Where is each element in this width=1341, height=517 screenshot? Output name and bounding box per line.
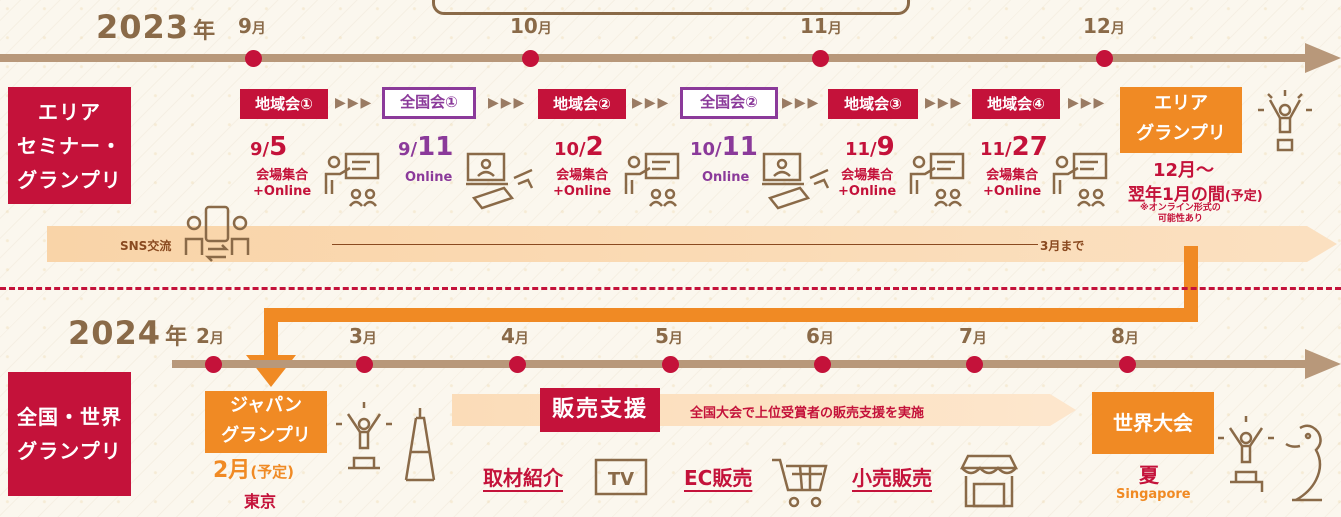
online-meeting-icon <box>466 152 534 210</box>
year-suffix: 年 <box>193 19 217 44</box>
world-season: 夏 <box>1139 463 1159 487</box>
chevrons: ▶▶▶ <box>925 95 964 111</box>
winner-icon <box>336 402 392 470</box>
tv-icon: TV <box>594 458 648 496</box>
event-date: 11/27 <box>980 132 1048 162</box>
connector-down <box>264 308 278 358</box>
chevrons: ▶▶▶ <box>1068 95 1107 111</box>
sales-item-media: 取材紹介 <box>483 466 563 490</box>
event-date: 10/11 <box>690 132 758 162</box>
japan-grandprix-date: 2月(予定) <box>213 458 295 483</box>
event-date: 10/2 <box>554 132 604 162</box>
winner-icon <box>1218 416 1274 492</box>
event-date: 11/9 <box>845 132 895 162</box>
month-dot <box>205 356 222 373</box>
sns-duration-line <box>332 244 1038 245</box>
japan-grandprix-place: 東京 <box>244 492 277 511</box>
month-dot <box>812 50 829 67</box>
month-label: 12月 <box>1083 14 1125 38</box>
month-label: 10月 <box>510 14 552 38</box>
chevrons: ▶▶▶ <box>488 95 527 111</box>
world-championship-box: 世界大会 <box>1092 392 1214 454</box>
tokyo-tower-icon <box>404 408 436 482</box>
month-dot <box>814 356 831 373</box>
month-dot <box>245 50 262 67</box>
month-label: 8月 <box>1111 324 1139 348</box>
sns-exchange-icon <box>184 205 250 262</box>
area-grandprix-box: エリアグランプリ <box>1120 87 1242 153</box>
month-label: 2月 <box>196 324 224 348</box>
event-national-2: 全国会② <box>680 87 778 119</box>
event-regional-1: 地域会① <box>240 89 328 119</box>
grandprix-note: ※オンライン形式の可能性あり <box>1140 203 1221 224</box>
shop-icon <box>959 454 1019 508</box>
event-mode: 会場集合+Online <box>838 168 897 199</box>
month-dot <box>522 50 539 67</box>
event-mode: Online <box>702 170 750 185</box>
cart-icon <box>772 458 828 508</box>
promo-band-tip <box>1050 394 1076 426</box>
sales-item-ec: EC販売 <box>684 466 753 490</box>
month-label: 7月 <box>959 324 987 348</box>
connector-horizontal <box>264 308 1198 322</box>
year-suffix: 年 <box>165 325 189 350</box>
grandprix-period: 12月〜 <box>1153 160 1215 181</box>
year-number: 2023 <box>96 8 190 46</box>
promo-title: 販売支援 <box>540 388 660 432</box>
timeline-2023 <box>0 54 1305 62</box>
sns-end: 3月まで <box>1040 239 1085 253</box>
event-mode: Online <box>405 170 453 185</box>
online-meeting-icon <box>762 152 830 210</box>
chevrons: ▶▶▶ <box>632 95 671 111</box>
month-label: 4月 <box>501 324 529 348</box>
timeline-2024 <box>172 360 1305 368</box>
section-divider <box>0 287 1341 290</box>
seminar-icon <box>624 152 680 207</box>
header-frame <box>432 0 910 15</box>
month-label: 5月 <box>655 324 683 348</box>
merlion-icon <box>1285 424 1322 502</box>
timeline-arrowhead <box>1305 349 1341 379</box>
sales-item-retail: 小売販売 <box>852 466 932 490</box>
month-label: 9月 <box>238 14 266 38</box>
chevrons: ▶▶▶ <box>335 95 374 111</box>
month-dot <box>662 356 679 373</box>
event-date: 9/5 <box>250 132 288 162</box>
event-mode: 会場集合+Online <box>983 168 1042 199</box>
year-number: 2024 <box>68 314 162 352</box>
category-national-world: 全国・世界 グランプリ <box>8 372 131 496</box>
month-label: 11月 <box>800 14 842 38</box>
month-dot <box>1096 50 1113 67</box>
world-place: Singapore <box>1116 487 1191 502</box>
month-dot <box>356 356 373 373</box>
seminar-icon <box>909 152 965 207</box>
event-national-1: 全国会① <box>382 87 476 119</box>
month-dot <box>966 356 983 373</box>
event-mode: 会場集合+Online <box>253 168 312 199</box>
event-regional-2: 地域会② <box>538 89 626 119</box>
seminar-icon <box>324 152 380 207</box>
month-label: 3月 <box>349 324 377 348</box>
grandprix-period: 翌年1月の間(予定) <box>1128 185 1263 205</box>
japan-grandprix-box: ジャパングランプリ <box>205 391 327 453</box>
event-date: 9/11 <box>398 132 454 162</box>
event-regional-4: 地域会④ <box>972 89 1060 119</box>
connector-vertical <box>1184 246 1198 322</box>
event-regional-3: 地域会③ <box>828 89 918 119</box>
event-mode: 会場集合+Online <box>553 168 612 199</box>
winner-icon <box>1258 90 1312 152</box>
month-dot <box>509 356 526 373</box>
category-area-seminar: エリア セミナー・ グランプリ <box>8 87 131 204</box>
month-dot <box>1119 356 1136 373</box>
timeline-arrowhead <box>1305 43 1341 73</box>
promo-description: 全国大会で上位受賞者の販売支援を実施 <box>690 406 925 421</box>
month-label: 6月 <box>806 324 834 348</box>
sns-label: SNS交流 <box>120 239 172 253</box>
seminar-icon <box>1052 152 1108 207</box>
svg-text:TV: TV <box>608 469 634 490</box>
chevrons: ▶▶▶ <box>782 95 821 111</box>
sns-band-tip <box>1307 226 1337 262</box>
